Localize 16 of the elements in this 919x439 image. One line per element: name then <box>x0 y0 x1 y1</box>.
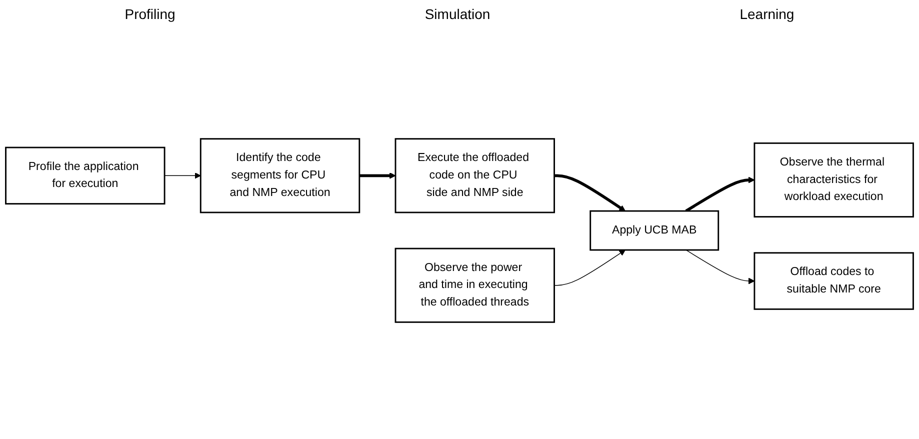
process-box: Observe the power and time in executing the offloaded threads <box>394 248 555 323</box>
column-heading: Profiling <box>124 6 176 22</box>
arrow <box>554 174 626 212</box>
process-box: Identify the code segments for CPU and NMP execution <box>200 138 360 214</box>
column-heading: Simulation <box>424 6 490 22</box>
process-box: Offload codes to suitable NMP core <box>754 252 914 310</box>
process-box: Observe the thermal characteristics for workload execution <box>754 142 914 218</box>
arrow <box>164 172 201 179</box>
process-box: Execute the offloaded code on the CPU side and NMP side <box>394 138 555 214</box>
arrow <box>359 172 396 179</box>
process-box: Profile the application for execution <box>5 146 166 205</box>
arrow <box>685 176 755 212</box>
arrow <box>686 250 755 284</box>
arrow <box>554 250 626 286</box>
column-heading: Learning <box>740 6 794 22</box>
process-box: Apply UCB MAB <box>590 210 720 251</box>
